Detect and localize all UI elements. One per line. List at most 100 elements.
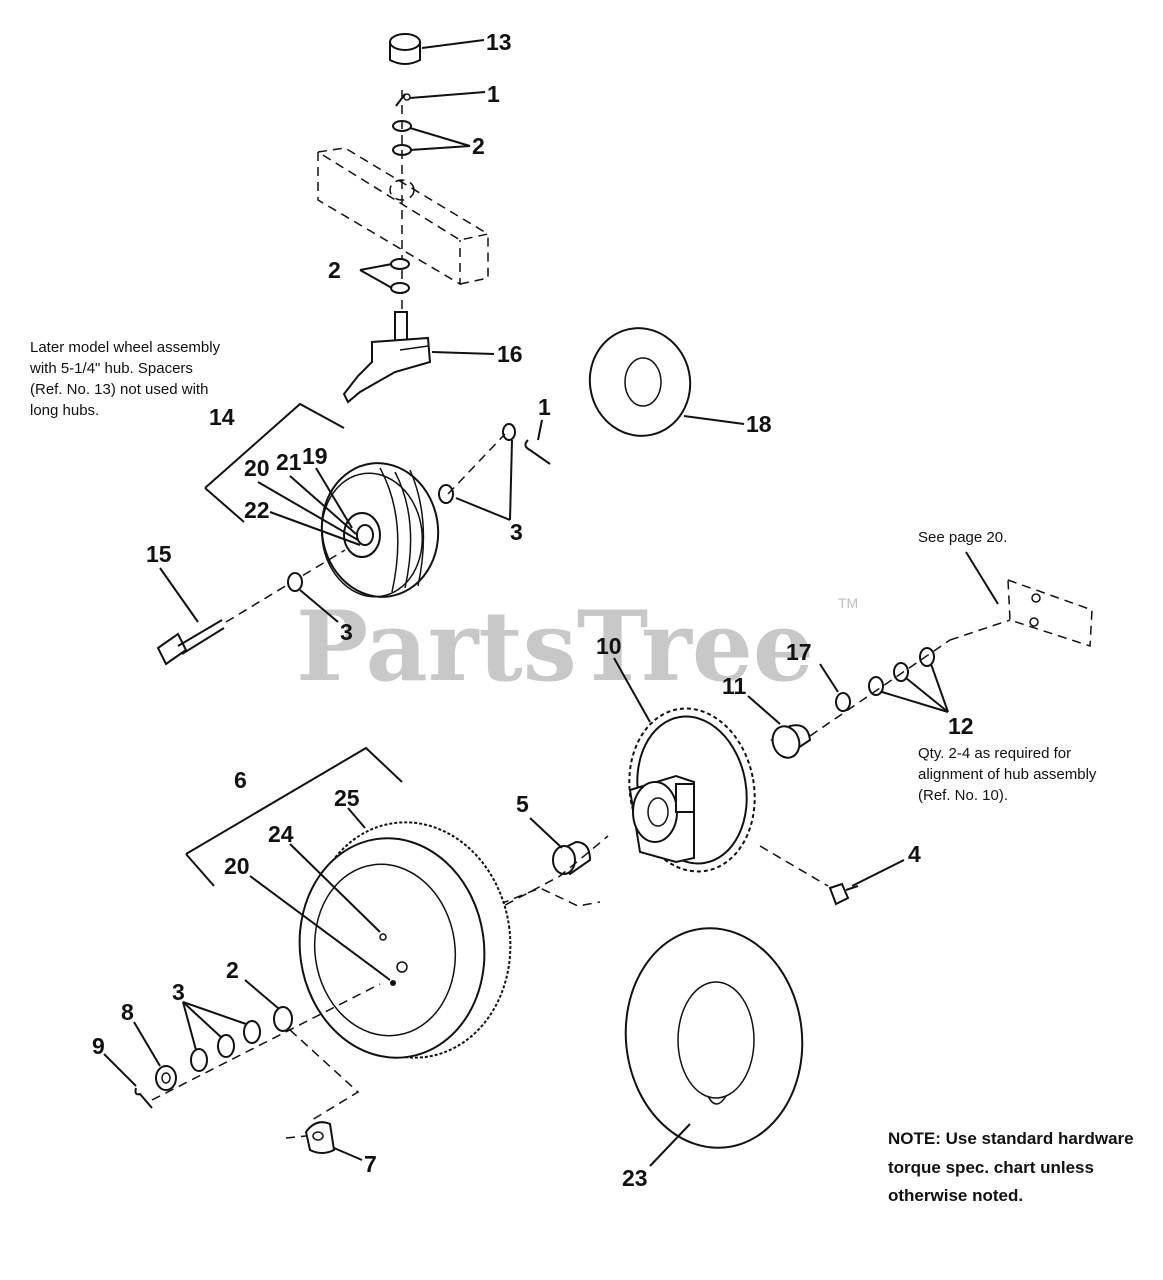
axis-rear-shaft — [491, 835, 609, 913]
note-torque: NOTE: Use standard hardware torque spec.… — [888, 1129, 1138, 1205]
leader-12-c — [930, 663, 949, 713]
callout-10: 10 — [596, 633, 622, 659]
grease-fitting-4 — [828, 882, 859, 906]
watermark-text: PartsTree — [296, 590, 814, 703]
callout-2-rear: 2 — [226, 957, 239, 983]
callout-15: 15 — [146, 541, 172, 567]
leader-3-right-a — [455, 497, 511, 521]
callout-17: 17 — [786, 639, 812, 665]
leader-23 — [649, 1123, 691, 1167]
washer-3-right-b — [438, 484, 454, 504]
callout-16: 16 — [497, 341, 523, 367]
note-qty: Qty. 2-4 as required for alignment of hu… — [918, 745, 1101, 804]
leader-10 — [613, 657, 651, 723]
leader-2-top-a — [409, 127, 471, 147]
axis-rear — [151, 983, 381, 1121]
leader-2-rear — [244, 979, 279, 1009]
washer-3-front — [287, 572, 303, 592]
leader-3-rear-c — [182, 1001, 197, 1051]
washer-3-rear-a — [243, 1020, 261, 1044]
leader-12-a — [881, 691, 949, 713]
leader-21 — [289, 475, 357, 535]
callout-21: 21 — [276, 449, 302, 475]
callout-2-top: 2 — [472, 133, 485, 159]
axle-bolt-15 — [156, 619, 225, 666]
watermark-trademark: TM — [838, 595, 858, 611]
cotter-pin-9 — [134, 1087, 153, 1109]
leader-20-rear — [249, 875, 391, 981]
callout-1-upper: 1 — [487, 81, 500, 107]
leader-22 — [269, 511, 361, 546]
leader-11 — [747, 695, 781, 725]
leader-2-mid-b — [359, 269, 393, 289]
bracket-6 — [185, 746, 403, 887]
leader-24 — [289, 843, 381, 933]
callout-12: 12 — [948, 713, 974, 739]
leader-3-front — [299, 589, 339, 623]
leader-9 — [103, 1053, 137, 1087]
leader-see-page — [965, 551, 999, 605]
callout-25: 25 — [334, 785, 360, 811]
callout-11: 11 — [722, 673, 747, 699]
axis-front-right — [447, 433, 506, 495]
washer-12-c — [868, 676, 884, 696]
washer-2-rear — [273, 1006, 293, 1032]
leader-5 — [529, 817, 563, 849]
callout-24: 24 — [268, 821, 294, 847]
leader-1-upper — [409, 91, 486, 99]
leader-2-mid-a — [359, 263, 393, 271]
cotter-pin-1-upper — [395, 93, 411, 107]
callout-4: 4 — [908, 841, 921, 867]
leader-20-front — [257, 481, 359, 541]
callout-9: 9 — [92, 1033, 105, 1059]
leader-2-top-b — [409, 145, 471, 151]
bracket-14 — [204, 402, 345, 523]
leader-3-rear-a — [182, 1001, 247, 1025]
callout-22: 22 — [244, 497, 270, 523]
callout-14: 14 — [209, 404, 235, 430]
leader-15 — [159, 567, 199, 623]
bearing-11 — [770, 724, 812, 759]
washer-2-mid-b — [390, 282, 410, 294]
callout-20-rear: 20 — [224, 853, 250, 879]
inner-tube-23 — [624, 927, 804, 1149]
axis-front-left — [225, 549, 346, 623]
washer-3-rear-b — [217, 1034, 235, 1058]
leader-3-right-b — [509, 439, 513, 521]
spacer-13 — [389, 33, 421, 65]
axis-hubcap — [285, 1135, 307, 1139]
cotter-pin-1-right — [524, 439, 551, 465]
washer-12-a — [919, 647, 935, 667]
leader-4 — [851, 859, 905, 887]
leader-18 — [683, 415, 745, 425]
callout-1-right: 1 — [538, 394, 551, 420]
callout-7: 7 — [364, 1151, 377, 1177]
washer-17 — [835, 692, 851, 712]
sprocket-hub-10 — [628, 707, 756, 873]
callout-3-front: 3 — [340, 619, 353, 645]
leader-17 — [819, 663, 839, 693]
callout-6: 6 — [234, 767, 247, 793]
callout-13: 13 — [486, 29, 512, 55]
leader-13 — [421, 39, 485, 49]
hub-cap-7 — [304, 1121, 336, 1154]
callout-3-rear: 3 — [172, 979, 185, 1005]
washer-2-mid-a — [390, 258, 410, 270]
callout-18: 18 — [746, 411, 772, 437]
axis-fitting — [759, 845, 829, 887]
axis-right — [809, 639, 951, 737]
leader-7 — [333, 1147, 363, 1161]
note-see-page: See page 20. — [918, 529, 1007, 546]
leader-12-b — [905, 677, 949, 713]
leader-3-rear-b — [182, 1001, 223, 1039]
bearing-5 — [552, 840, 592, 876]
callout-5: 5 — [516, 791, 529, 817]
axle-mount-outline — [949, 578, 1093, 648]
leader-8 — [133, 1021, 161, 1067]
nut-8 — [155, 1065, 177, 1091]
callout-20-front: 20 — [244, 455, 270, 481]
callout-23: 23 — [622, 1165, 648, 1191]
washer-3-rear-c — [190, 1048, 208, 1072]
leader-25 — [347, 807, 366, 829]
